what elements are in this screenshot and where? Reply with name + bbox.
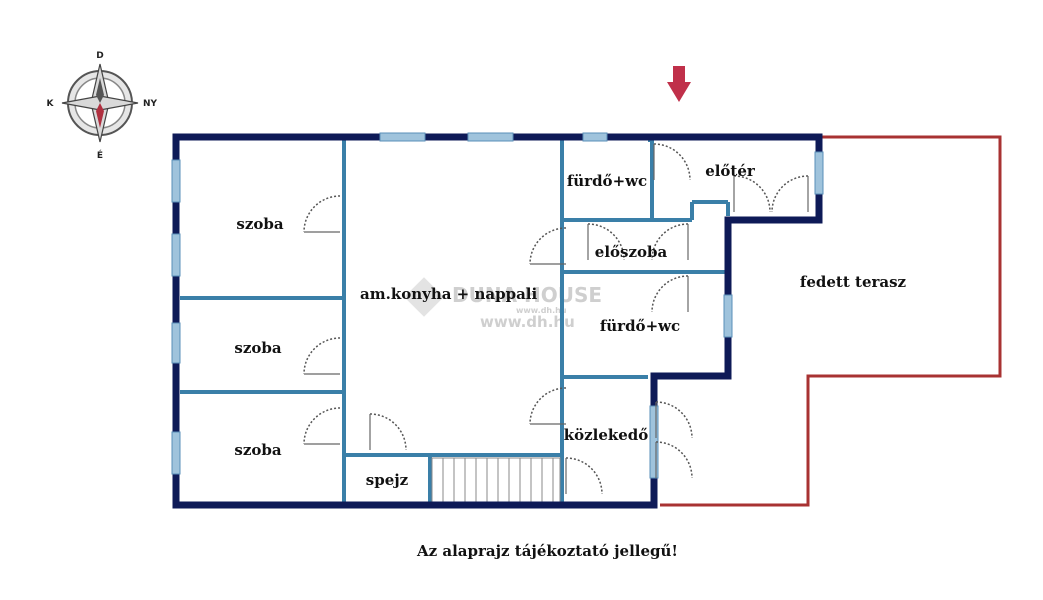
- watermark-url: www.dh.hu: [480, 313, 575, 331]
- room-label-szoba-1: szoba: [236, 215, 283, 233]
- disclaimer-text: Az alaprajz tájékoztató jellegű!: [416, 542, 679, 560]
- watermark-url-small: www.dh.hu: [516, 306, 567, 315]
- room-label-kozlekedo: közlekedő: [564, 426, 649, 444]
- terrace-outline: [660, 135, 1002, 507]
- room-label-szoba-2: szoba: [234, 339, 281, 357]
- watermark: DUNA HOUSE www.dh.hu www.dh.hu: [404, 277, 602, 331]
- room-label-eloszoba: előszoba: [595, 243, 668, 261]
- room-label-eloter: előtér: [705, 162, 756, 180]
- room-label-nappali: am.konyha + nappali: [360, 285, 537, 303]
- compass-east-label: NY: [143, 99, 158, 109]
- doors: [303, 143, 809, 495]
- watermark-logo: [404, 277, 444, 317]
- compass-south-label: É: [97, 149, 103, 161]
- room-label-terasz: fedett terasz: [800, 273, 907, 291]
- compass-north-label: D: [96, 51, 103, 61]
- windows: [171, 132, 824, 479]
- room-label-spejz: spejz: [366, 471, 409, 489]
- entrance-arrow-icon: [667, 66, 691, 102]
- room-label-szoba-3: szoba: [234, 441, 281, 459]
- room-label-furdo-2: fürdő+wc: [600, 317, 680, 335]
- compass-west-label: K: [47, 99, 55, 109]
- watermark-brand: DUNA HOUSE: [452, 283, 602, 307]
- room-labels: szoba szoba szoba am.konyha + nappali fü…: [234, 162, 906, 489]
- room-label-furdo-1: fürdő+wc: [567, 172, 647, 190]
- staircase: [431, 457, 561, 503]
- inner-walls: [180, 138, 730, 504]
- compass-icon: D NY É K: [47, 51, 158, 161]
